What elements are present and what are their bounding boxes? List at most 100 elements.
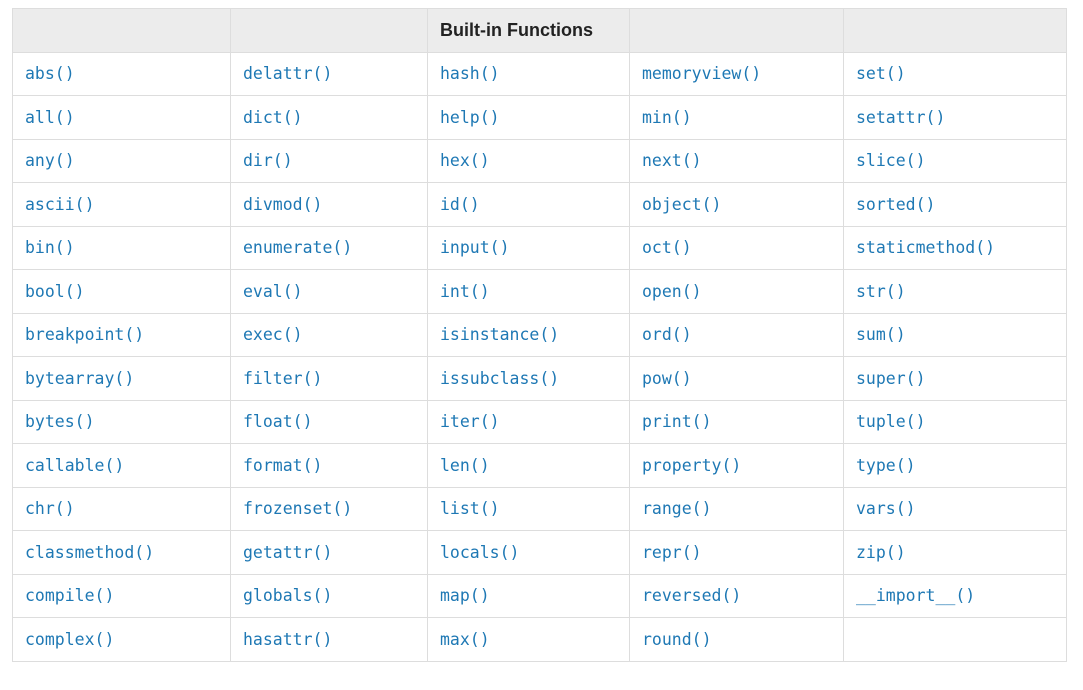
function-link[interactable]: print() <box>642 412 712 432</box>
function-link[interactable]: breakpoint() <box>25 325 145 345</box>
header-row: Built-in Functions <box>12 8 1067 53</box>
function-link[interactable]: max() <box>440 629 490 649</box>
table-row: bin() enumerate() input() oct() staticmethod… <box>12 225 1067 270</box>
function-link[interactable]: filter() <box>243 368 323 388</box>
function-cell: getattr() <box>230 530 428 575</box>
function-link[interactable]: help() <box>440 107 500 127</box>
function-cell: print() <box>629 399 844 444</box>
function-cell: repr() <box>629 530 844 575</box>
header-cell-empty-4 <box>629 8 844 53</box>
function-link[interactable]: super() <box>856 368 926 388</box>
function-link[interactable]: dict() <box>243 107 303 127</box>
function-link[interactable]: oct() <box>642 238 692 258</box>
function-link[interactable]: next() <box>642 151 702 171</box>
function-link[interactable]: zip() <box>856 542 906 562</box>
function-link[interactable]: reversed() <box>642 586 742 606</box>
function-link[interactable]: min() <box>642 107 692 127</box>
function-link[interactable]: compile() <box>25 586 115 606</box>
function-link[interactable]: set() <box>856 64 906 84</box>
function-link[interactable]: bin() <box>25 238 75 258</box>
function-link[interactable]: range() <box>642 499 712 519</box>
function-link[interactable]: enumerate() <box>243 238 353 258</box>
function-link[interactable]: eval() <box>243 281 303 301</box>
function-link[interactable]: locals() <box>440 542 520 562</box>
function-cell: help() <box>427 95 630 140</box>
function-cell: abs() <box>12 51 231 96</box>
function-cell: reversed() <box>629 573 844 618</box>
function-link[interactable]: isinstance() <box>440 325 560 345</box>
function-link[interactable]: slice() <box>856 151 926 171</box>
function-link[interactable]: exec() <box>243 325 303 345</box>
function-link[interactable]: classmethod() <box>25 542 155 562</box>
function-link[interactable]: memoryview() <box>642 64 762 84</box>
function-cell: bool() <box>12 269 231 314</box>
function-link[interactable]: bool() <box>25 281 85 301</box>
function-link[interactable]: hash() <box>440 64 500 84</box>
function-link[interactable]: bytes() <box>25 412 95 432</box>
function-cell: complex() <box>12 617 231 662</box>
function-link[interactable]: id() <box>440 194 480 214</box>
function-cell: next() <box>629 138 844 183</box>
function-cell: bytearray() <box>12 356 231 401</box>
function-link[interactable]: vars() <box>856 499 916 519</box>
function-cell: property() <box>629 443 844 488</box>
function-link[interactable]: setattr() <box>856 107 946 127</box>
function-link[interactable]: sum() <box>856 325 906 345</box>
function-link[interactable]: float() <box>243 412 313 432</box>
function-link[interactable]: ord() <box>642 325 692 345</box>
function-link[interactable]: format() <box>243 455 323 475</box>
function-link[interactable]: len() <box>440 455 490 475</box>
function-link[interactable]: delattr() <box>243 64 333 84</box>
function-cell: bytes() <box>12 399 231 444</box>
function-link[interactable]: map() <box>440 586 490 606</box>
function-cell: id() <box>427 182 630 227</box>
function-link[interactable]: type() <box>856 455 916 475</box>
function-link[interactable]: dir() <box>243 151 293 171</box>
function-cell: round() <box>629 617 844 662</box>
function-cell: hash() <box>427 51 630 96</box>
table-row: complex() hasattr() max() round() <box>12 617 1067 662</box>
function-cell: __import__() <box>843 573 1067 618</box>
function-link[interactable]: ascii() <box>25 194 95 214</box>
function-link[interactable]: hasattr() <box>243 629 333 649</box>
function-link[interactable]: bytearray() <box>25 368 135 388</box>
function-link[interactable]: issubclass() <box>440 368 560 388</box>
function-link[interactable]: __import__() <box>856 586 976 606</box>
builtin-functions-table: Built-in Functions abs() delattr() hash() m… <box>12 8 1067 662</box>
function-link[interactable]: round() <box>642 629 712 649</box>
function-link[interactable]: all() <box>25 107 75 127</box>
function-link[interactable]: repr() <box>642 542 702 562</box>
function-link[interactable]: input() <box>440 238 510 258</box>
function-link[interactable]: open() <box>642 281 702 301</box>
function-link[interactable]: any() <box>25 151 75 171</box>
function-link[interactable]: object() <box>642 194 722 214</box>
function-cell: type() <box>843 443 1067 488</box>
function-link[interactable]: sorted() <box>856 194 936 214</box>
table-header: Built-in Functions <box>12 8 1067 53</box>
function-link[interactable]: str() <box>856 281 906 301</box>
function-link[interactable]: pow() <box>642 368 692 388</box>
function-cell: memoryview() <box>629 51 844 96</box>
function-cell: list() <box>427 486 630 531</box>
function-link[interactable]: globals() <box>243 586 333 606</box>
function-cell: any() <box>12 138 231 183</box>
empty-cell <box>843 617 1067 662</box>
function-link[interactable]: int() <box>440 281 490 301</box>
function-link[interactable]: divmod() <box>243 194 323 214</box>
table-row: bool() eval() int() open() str() <box>12 269 1067 314</box>
table-row: any() dir() hex() next() slice() <box>12 138 1067 183</box>
function-link[interactable]: getattr() <box>243 542 333 562</box>
function-link[interactable]: iter() <box>440 412 500 432</box>
function-link[interactable]: property() <box>642 455 742 475</box>
function-link[interactable]: callable() <box>25 455 125 475</box>
table-row: callable() format() len() property() type() <box>12 443 1067 488</box>
function-link[interactable]: tuple() <box>856 412 926 432</box>
function-link[interactable]: hex() <box>440 151 490 171</box>
function-link[interactable]: list() <box>440 499 500 519</box>
function-link[interactable]: complex() <box>25 629 115 649</box>
function-link[interactable]: chr() <box>25 499 75 519</box>
function-link[interactable]: frozenset() <box>243 499 353 519</box>
function-cell: range() <box>629 486 844 531</box>
function-link[interactable]: abs() <box>25 64 75 84</box>
function-link[interactable]: staticmethod() <box>856 238 996 258</box>
